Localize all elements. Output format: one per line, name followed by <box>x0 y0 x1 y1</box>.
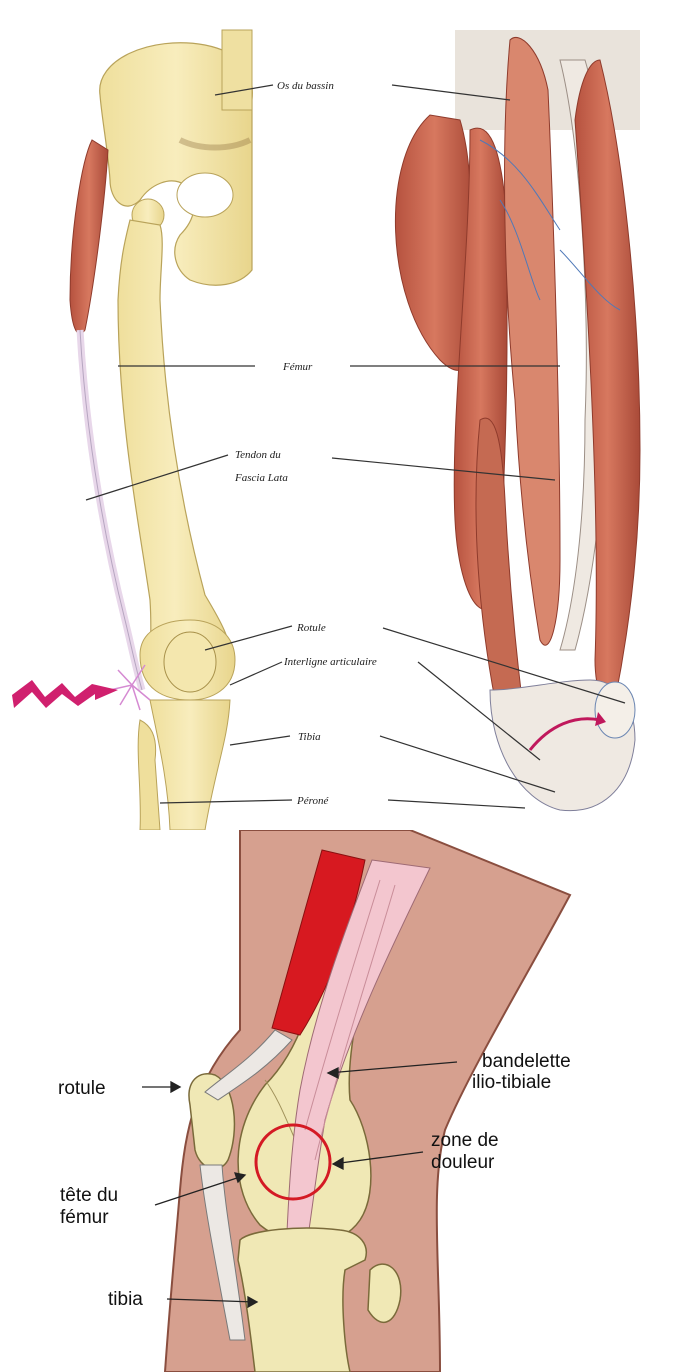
anatomy-svg: Os du bassin Fémur Tendon du Fascia Lata… <box>0 0 678 830</box>
fibula-bone <box>138 720 160 830</box>
label-tendon-line1: Tendon du <box>235 449 281 461</box>
fibula-head <box>368 1264 401 1322</box>
label-zone-line1: zone de <box>431 1130 499 1151</box>
label-bandelette-line1: bandelette <box>482 1051 571 1072</box>
knee-joint <box>140 620 235 700</box>
label-femur: Fémur <box>282 361 313 373</box>
label-tibia: tibia <box>108 1289 143 1310</box>
knee-diagram: bandelette ilio-tibiale rotule zone de d… <box>0 830 678 1372</box>
label-os-du-bassin: Os du bassin <box>277 80 334 92</box>
label-tibia-top: Tibia <box>298 731 321 743</box>
label-perone: Péroné <box>296 795 329 807</box>
label-rotule: rotule <box>58 1078 106 1099</box>
label-zone-line2: douleur <box>431 1152 495 1173</box>
tensor-muscle <box>70 140 108 334</box>
femur-bone <box>118 220 232 665</box>
label-tete-line2: fémur <box>60 1207 109 1228</box>
label-bandelette-line2: ilio-tibiale <box>472 1072 551 1093</box>
label-tendon-line2: Fascia Lata <box>234 472 288 484</box>
label-rotule-top: Rotule <box>296 622 326 634</box>
leg-muscles <box>395 30 640 811</box>
knee-diagram-svg: bandelette ilio-tibiale rotule zone de d… <box>0 830 678 1372</box>
label-tete-line1: tête du <box>60 1185 118 1206</box>
anatomy-illustration: Os du bassin Fémur Tendon du Fascia Lata… <box>0 0 678 830</box>
pelvis-bone <box>100 30 253 285</box>
tibia-bone <box>150 700 230 830</box>
label-interligne: Interligne articulaire <box>283 656 377 668</box>
pain-arrow-icon <box>12 680 118 708</box>
